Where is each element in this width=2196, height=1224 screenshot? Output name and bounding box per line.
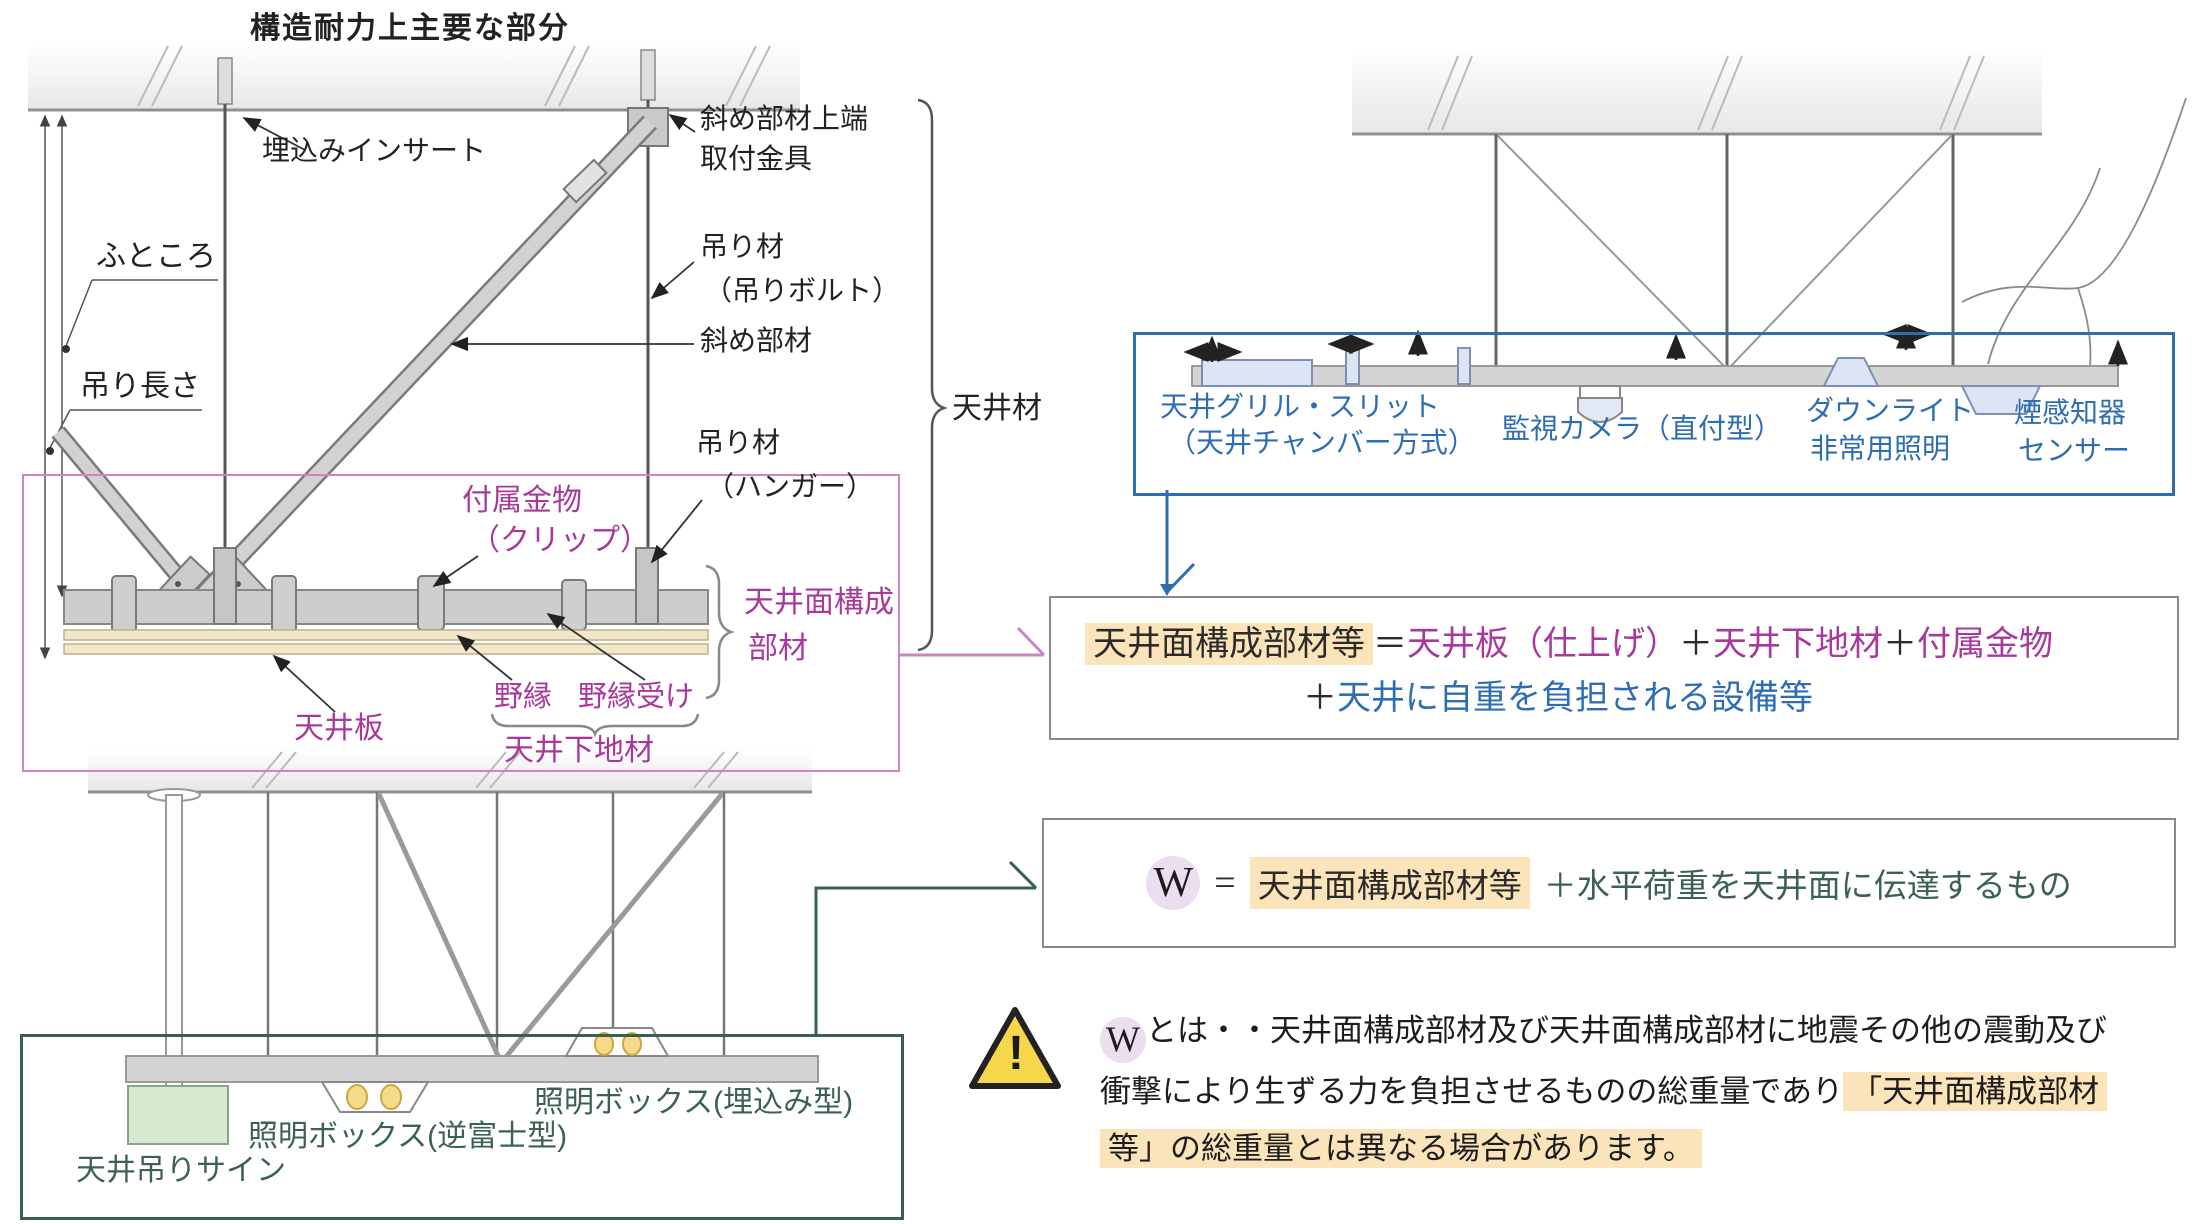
w-rest: ＋水平荷重を天井面に伝達するもの [1543,867,2072,904]
warning-exclamation: ! [1008,1027,1024,1080]
label-grill-2: （天井チャンバー方式） [1168,427,1476,458]
label-clip-1: 付属金物 [462,484,582,517]
label-downlight-2: 非常用照明 [1810,433,1951,464]
label-smoke-1: 煙感知器 [2014,397,2127,428]
label-nobuchi: 野縁 [494,681,553,713]
load-transfer-frame [20,1034,904,1220]
label-smoke-2: センサー [2018,435,2131,466]
label-nobuchi-uke: 野縁受け [578,681,695,713]
connector-green [814,860,1038,1034]
bl-hangers [147,788,726,1091]
warning-line-3: 等」の総重量とは異なる場合があります。 [1100,1120,2190,1177]
tr-hangers [1494,97,2187,368]
label-light-fuji: 照明ボックス(逆富士型) [248,1120,568,1153]
formula-plus-3: ＋ [1303,679,1337,717]
equipment-frame [1133,332,2175,496]
label-substrate: 天井下地材 [504,734,654,767]
label-surface-members-2: 部材 [748,632,808,665]
tr-slab [1352,46,2042,136]
label-embedded-insert: 埋込みインサート [262,135,487,166]
label-hanging-length: 吊り長さ [80,370,200,403]
label-light-recessed: 照明ボックス(埋込み型) [534,1086,854,1119]
tl-braces [490,98,948,738]
warning-line-2: 衝撃により生ずる力を負担させるものの総重量であり「天井面構成部材 [1100,1063,2190,1120]
label-grill-1: 天井グリル・スリット [1160,391,1441,422]
warning-line-3-highlight: 等」の総重量とは異なる場合があります。 [1100,1128,1702,1168]
warning-line-2-text: 衝撃により生ずる力を負担させるものの総重量であり [1100,1073,1844,1109]
label-hanger-1: 吊り材 [696,427,781,458]
formula-line-1: 天井面構成部材等＝天井板（仕上げ）＋天井下地材＋付属金物 [1085,616,2053,665]
tr-ceiling-devices [1191,347,2119,423]
formula-plus-1: ＋ [1679,625,1713,663]
label-ceiling-board: 天井板 [294,712,384,745]
tl-title: 構造耐力上主要な部分 [250,12,570,45]
w-symbol: W [1146,856,1201,910]
w-term1: 天井面構成部材等 [1249,857,1530,909]
formula-plus-2: ＋ [1883,625,1917,663]
label-camera: 監視カメラ（直付型） [1502,413,1783,444]
connector-blue [1160,490,1196,596]
formula-term4: 天井に自重を負担される設備等 [1337,679,1813,717]
label-ceiling-sign: 天井吊りサイン [76,1154,286,1187]
label-brace-fitting-1: 斜め部材上端 [700,103,869,134]
label-clip-2: （クリップ） [470,524,650,557]
tl-slab [28,45,800,112]
connector-pink [898,626,1046,657]
warning-line-2-highlight: 「天井面構成部材 [1843,1071,2108,1111]
tl-dimension-lines [39,114,218,660]
ceiling-surface-members-frame [22,474,900,772]
label-hanger-2: （ハンガー） [706,471,875,502]
w-formula-box: W = 天井面構成部材等 ＋水平荷重を天井面に伝達するもの [1042,818,2176,948]
formula-lhs: 天井面構成部材等 [1085,623,1373,665]
formula-term3: 付属金物 [1917,625,2053,663]
ceiling-sign [127,1085,229,1145]
tl-ceiling-assembly [63,547,709,655]
label-hanger-bolt-1: 吊り材 [700,231,785,262]
label-downlight-1: ダウンライト [1806,395,1975,426]
formula-line-2: ＋天井に自重を負担される設備等 [1303,670,1813,719]
label-diagonal-member: 斜め部材 [700,325,813,356]
warning-w-symbol: W [1100,1016,1146,1063]
surface-members-formula-box: 天井面構成部材等＝天井板（仕上げ）＋天井下地材＋付属金物 ＋天井に自重を負担され… [1049,596,2179,740]
formula-term2: 天井下地材 [1713,625,1883,663]
label-futokoro: ふところ [96,240,216,273]
warning-icon [969,1007,1061,1089]
warning-line-1-text: とは・・天井面構成部材及び天井面構成部材に地震その他の震動及び [1146,1013,2107,1048]
w-equals: = [1214,862,1236,904]
label-brace-fitting-2: 取付金具 [700,143,813,174]
label-ceiling-material: 天井材 [952,392,1042,425]
label-hanger-bolt-2: （吊りボルト） [704,275,901,306]
label-surface-members-1: 天井面構成 [744,586,894,619]
tl-leader-arrows [242,113,703,713]
formula-term1: 天井板（仕上げ） [1407,625,1679,663]
formula-equals: ＝ [1373,625,1407,663]
